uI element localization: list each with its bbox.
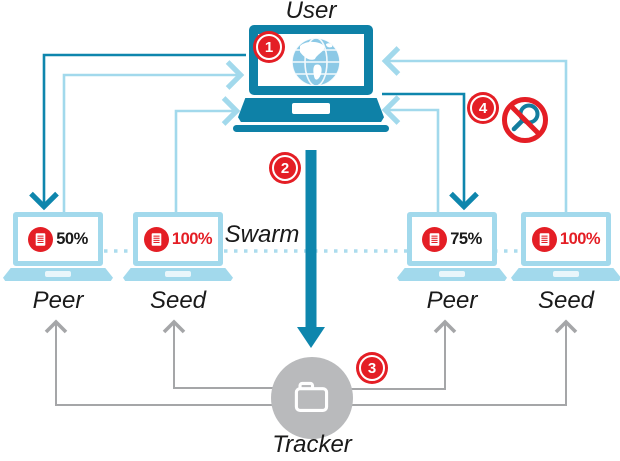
step-3-badge: 3: [359, 355, 385, 381]
step-2-badge: 2: [272, 155, 298, 181]
arrow-peer1-to-user: [62, 60, 245, 212]
tracker-node: [271, 357, 353, 439]
no-search-icon: [502, 97, 548, 143]
arrow-user-to-peer2: [382, 92, 479, 211]
folder-icon: [294, 381, 329, 413]
peer2-base: [397, 268, 507, 281]
peer2-notch: [439, 271, 465, 277]
swarm-node-peer2: 75% Peer: [397, 212, 507, 315]
peer2-screen: 75%: [407, 212, 497, 266]
document-icon: [143, 226, 169, 252]
step-4-badge: 4: [470, 95, 496, 121]
download-arrow: [297, 150, 325, 348]
peer2-label: Peer: [426, 287, 478, 314]
user-laptop-bottom-bar: [233, 125, 389, 132]
tracker-label: Tracker: [272, 431, 352, 458]
step-1-badge: 1: [256, 34, 282, 60]
seed2-screen: 100%: [521, 212, 611, 266]
swarm-node-peer1: 50% Peer: [3, 212, 113, 315]
seed2-notch: [553, 271, 579, 277]
seed1-screen: 100%: [133, 212, 223, 266]
peer1-label: Peer: [32, 287, 84, 314]
user-laptop-notch: [292, 103, 330, 114]
arrow-user-to-peer1: [29, 53, 246, 211]
seed1-notch: [165, 271, 191, 277]
seed1-base: [123, 268, 233, 281]
user-laptop: 1: [233, 25, 389, 132]
peer1-percent: 50%: [56, 229, 88, 248]
arrow-tracker-to-peer1: [44, 319, 312, 406]
swarm-label: Swarm: [224, 221, 300, 248]
peer1-base: [3, 268, 113, 281]
document-icon: [422, 226, 448, 252]
peer2-percent: 75%: [450, 229, 482, 248]
seed2-percent: 100%: [559, 229, 601, 248]
seed1-label: Seed: [149, 287, 207, 314]
arrow-seed1-to-user: [174, 96, 241, 212]
seed2-base: [511, 268, 620, 281]
swarm-node-seed1: 100% Seed: [123, 212, 233, 315]
globe-icon: [291, 37, 341, 86]
arrow-tracker-to-peer2: [312, 319, 457, 390]
user-label: User: [285, 0, 337, 24]
document-icon: [531, 226, 557, 252]
seed1-percent: 100%: [171, 229, 213, 248]
document-icon: [28, 226, 54, 252]
arrow-seed2-to-user: [381, 46, 568, 212]
arrow-tracker-to-seed1: [162, 319, 312, 389]
peer1-notch: [45, 271, 71, 277]
user-laptop-base: [238, 98, 384, 122]
arrow-peer2-to-user: [381, 95, 440, 212]
arrow-tracker-to-seed2: [312, 319, 578, 406]
peer1-screen: 50%: [13, 212, 103, 266]
swarm-node-seed2: 100% Seed: [511, 212, 620, 315]
seed2-label: Seed: [537, 287, 595, 314]
